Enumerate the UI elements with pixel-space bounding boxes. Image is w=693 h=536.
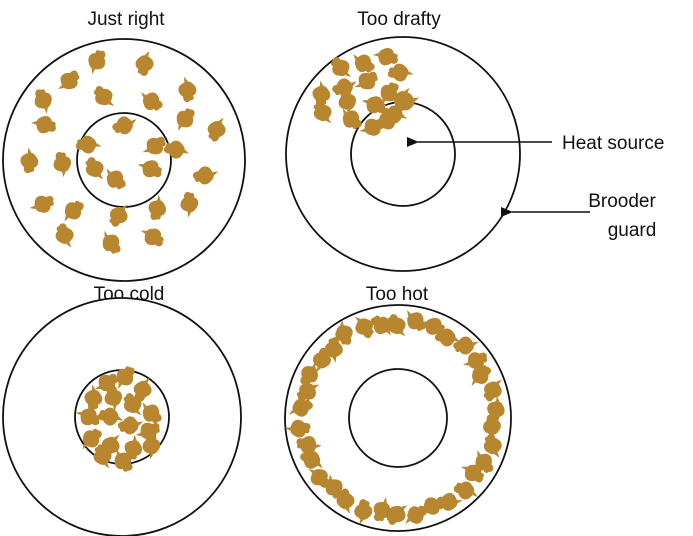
brooder-guard-label-line1: Brooder [588,191,656,212]
panel-title-just-right: Just right [87,9,165,30]
heat-source-circle [349,369,447,467]
panel-just-right: Just right [3,9,245,281]
panel-title-too-drafty: Too drafty [357,9,441,30]
panel-too-cold: Too cold [3,284,241,536]
brooder-guard-label-line2: guard [608,220,657,241]
heat-source-label: Heat source [562,133,664,154]
panel-title-too-hot: Too hot [366,284,429,305]
brooder-guard-callout: Brooder guard [512,191,656,241]
panel-too-drafty: Too drafty [286,9,520,271]
panel-too-hot: Too hot [285,284,511,531]
